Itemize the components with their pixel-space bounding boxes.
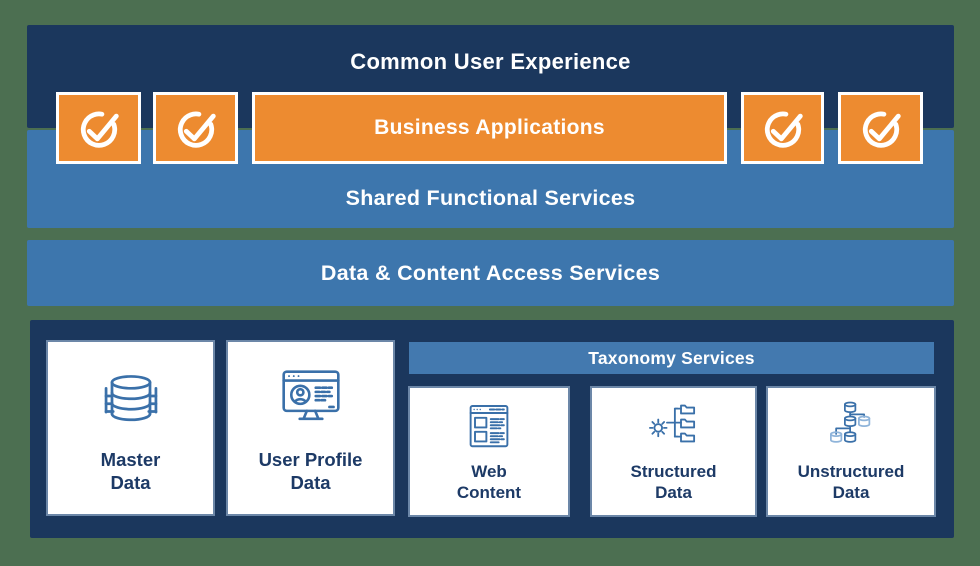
card-structured-data: Structured Data (592, 388, 755, 515)
foundation-section: Master Data (30, 320, 954, 538)
check-box-3 (741, 92, 824, 164)
layer-label-common-user-experience: Common User Experience (350, 49, 631, 74)
card-label: Web Content (456, 462, 522, 502)
card-label: User Profile Data (258, 449, 363, 493)
check-circle-icon (862, 111, 901, 148)
check-box-2 (153, 92, 238, 164)
card-label: Unstructured Data (797, 462, 905, 502)
card-user-profile-data: User Profile Data (228, 342, 393, 514)
check-circle-icon (764, 111, 803, 148)
layer-data-content-access-services: Data & Content Access Services (27, 240, 954, 306)
layer-label-data-content-access-services: Data & Content Access Services (320, 260, 661, 285)
taxonomy-services-bar: Taxonomy Services (409, 342, 934, 374)
business-applications-label: Business Applications (374, 116, 605, 139)
check-circle-icon (177, 111, 216, 148)
web-page-icon (469, 405, 509, 448)
check-box-4 (838, 92, 923, 164)
profile-monitor-icon (281, 370, 340, 421)
gear-folders-icon (648, 404, 695, 443)
database-tree-icon (830, 401, 871, 443)
card-unstructured-data: Unstructured Data (768, 388, 934, 515)
taxonomy-services-label: Taxonomy Services (588, 347, 755, 368)
card-web-content: Web Content (410, 388, 568, 515)
card-label: Structured Data (630, 462, 717, 502)
database-stack-icon (104, 375, 157, 422)
check-circle-icon (80, 111, 119, 148)
business-applications-box: Business Applications (252, 92, 727, 164)
card-master-data: Master Data (48, 342, 213, 514)
check-box-1 (56, 92, 141, 164)
card-label: Master Data (100, 449, 161, 493)
layer-label-shared-functional-services: Shared Functional Services (345, 186, 636, 210)
